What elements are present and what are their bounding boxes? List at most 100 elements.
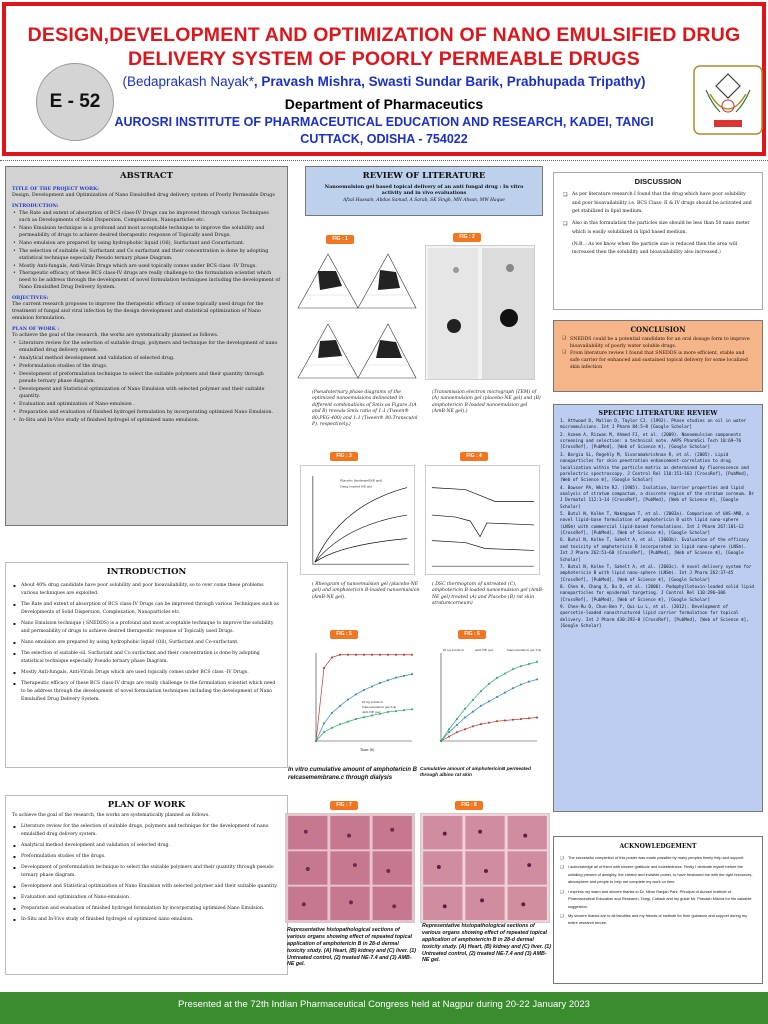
permeation-chart-point-triangle	[448, 731, 450, 734]
release-chart-legend-3: Anti-NE gel	[361, 710, 380, 714]
permeation-chart-legend-2: Anti-NE gel	[474, 648, 493, 652]
ack-item: The successful completion of this poster…	[560, 854, 756, 862]
first-author: (Bedaprakash Nayak*	[122, 74, 254, 89]
intro-bullet: Mostly Anti-fungals, Anti-Virals Drugs w…	[12, 669, 281, 677]
abstract-bullet: Nano emulsion are prepared by using hydr…	[12, 241, 281, 248]
discussion-item: Also in this formulation the particles s…	[562, 220, 754, 237]
abstract-bullet: The selection of suitable oil, Surfactan…	[12, 249, 281, 263]
rheogram-legend-2: Drug loaded NE gel	[340, 485, 371, 489]
permeation-chart-point-square	[520, 718, 522, 720]
poster-title-line1: DESIGN,DEVELOPMENT AND OPTIMIZATION OF N…	[27, 24, 741, 46]
release-chart-point-square	[403, 653, 405, 656]
plan-item: Literature review for the selection of s…	[12, 341, 281, 355]
release-chart-point-square	[331, 656, 333, 659]
plan-item: Preformulation studies of the drugs.	[12, 364, 281, 371]
release-chart-series-line-1	[315, 654, 412, 742]
tem-micrograph	[425, 245, 535, 380]
discussion-item: As per literature research I found that …	[562, 191, 754, 217]
fig6-tag: FIG : 6	[458, 630, 486, 639]
release-chart-point-triangle	[411, 673, 413, 676]
reference-item: 3. Borgia SL, Regehly M, Sivaramakrishna…	[560, 452, 749, 484]
tem-image	[428, 248, 534, 379]
discussion-heading: DISCUSSION	[634, 177, 682, 186]
author-list: (Bedaprakash Nayak*, Pravash Mishra, Swa…	[6, 74, 762, 89]
release-chart-axis	[315, 653, 412, 742]
institute-emblem-icon	[693, 65, 763, 135]
abstract-bullet: Mostly Anti-fungals, Anti-Virals Drugs w…	[12, 264, 281, 271]
permeation-chart-point-triangle	[536, 678, 538, 681]
permeation-chart-point-circle	[480, 690, 482, 693]
release-chart-point-triangle	[403, 674, 405, 677]
fig3-caption: ( Rheogram of nanoemulsion gel (placebo-…	[312, 582, 420, 600]
release-chart-point-circle	[379, 712, 381, 715]
permeation-chart-point-square	[464, 728, 466, 731]
ack-item: I express my warm and sincere thanks to …	[560, 888, 756, 910]
release-chart-point-triangle	[363, 689, 365, 691]
rheogram-legend-1: Placebo (hydrogel/NE gel)	[340, 479, 382, 483]
reference-item: 4. Bowser PA, White RJ. (1985). Isolatio…	[560, 485, 755, 510]
plan-work-item: Preparation and evaluation of finished h…	[12, 905, 281, 913]
poster-title-line2: DELIVERY SYSTEM OF POORLY PERMEABLE DRUG…	[127, 48, 641, 70]
permeation-chart-point-circle	[520, 665, 522, 668]
permeation-chart-point-circle	[448, 728, 450, 731]
acknowledgement-section: ACKNOWLEDGEMENT The successful completio…	[553, 836, 763, 984]
plan-intro: To achieve the goal of the research, the…	[12, 333, 219, 339]
specific-review-section: SPECIFIC LITERATURE REVIEW 1. Attwood D,…	[553, 404, 763, 812]
intro-bullet: The Rate and extent of absorption of BCS…	[12, 601, 281, 617]
release-chart-point-circle	[363, 716, 365, 719]
release-chart-point-circle	[347, 720, 349, 723]
permeation-chart-point-triangle	[520, 683, 522, 686]
histology-panel-a	[285, 813, 415, 923]
plan-item: Preparation and evaluation of finished h…	[12, 410, 281, 417]
plan-item: Development and Statistical optimization…	[12, 387, 281, 401]
ack-item: My sincere thanks are to all faculties a…	[560, 912, 756, 927]
permeation-chart-legend-1: Drug solution	[443, 648, 464, 652]
intro-bullet: Nano emulsion are prepared by using hydr…	[12, 639, 281, 647]
release-chart-point-circle	[323, 731, 325, 734]
plan-work-item: Preformulation studies of the drugs.	[12, 853, 281, 861]
institute-address: CUTTACK, ODISHA - 754022	[300, 132, 468, 146]
plan-work-item: Analytical method development and valida…	[12, 842, 281, 850]
intro-label: INTRODUCTION:	[12, 202, 59, 209]
release-chart-point-triangle	[331, 711, 333, 714]
intro-bullet: About 40% drug candidate have poor solub…	[12, 582, 281, 598]
conclusion-heading: CONCLUSION	[630, 325, 686, 334]
permeation-chart-point-triangle	[504, 691, 506, 694]
fig4-tag: FIG : 4	[460, 452, 488, 461]
reference-item: 9. Chen-Ru D, Chun-Ben Y, Qui-Lu L, et a…	[560, 605, 749, 630]
permeation-chart-point-square	[504, 719, 506, 722]
plan-work-item: In-Situ and In-Vivo study of finished hy…	[12, 916, 281, 924]
review-heading: REVIEW OF LITERATURE	[362, 171, 486, 181]
plan-of-work-section: PLAN OF WORK To achieve the goal of the …	[5, 795, 288, 975]
objectives-label: OBJECTIVES:	[12, 295, 49, 302]
fig7-tag: FIG : 7	[330, 801, 358, 810]
fig5-caption: In vitro cumulative amount of amphoteric…	[288, 767, 418, 781]
conclusion-section: CONCLUSION SNEDDS could be a potential c…	[553, 320, 763, 392]
fig2-tag: FIG : 2	[453, 233, 481, 242]
release-chart-point-circle	[411, 708, 413, 711]
release-chart-point-square	[395, 653, 397, 656]
permeation-chart-point-triangle	[496, 696, 498, 698]
plan-label: PLAN OF WORK :	[12, 326, 60, 333]
reference-item: 8. Chen H, Chang X, Du D, et al. (2006).…	[560, 584, 755, 603]
permeation-chart-point-square	[448, 735, 450, 738]
histology-panel-b	[420, 813, 550, 923]
release-chart-point-triangle	[323, 722, 325, 725]
permeation-chart-point-circle	[496, 677, 498, 679]
permeation-chart-point-circle	[528, 663, 530, 665]
permeation-chart-series-line-2	[440, 679, 538, 742]
plan-work-item: Evaluation and optimization of Nano-emul…	[12, 894, 281, 902]
permeation-chart-point-circle	[472, 699, 474, 701]
reference-item: 7. Butul N, Kolke T, Sahelt A, et al. (2…	[560, 564, 752, 583]
reference-item: 2. Azeem A, Rizwan M, Ahmed FJ, et al. (…	[560, 432, 742, 451]
fig6-caption: Cumulative amount of amphotericinB perme…	[420, 767, 531, 779]
release-chart-point-square	[339, 653, 341, 656]
ack-heading: ACKNOWLEDGEMENT	[619, 843, 697, 850]
release-chart-point-circle	[355, 718, 357, 720]
plan-item: In-Situ and In-Vivo study of finished hy…	[12, 418, 281, 425]
fig8-caption: Representative histopathological section…	[422, 923, 552, 964]
permeation-chart-point-square	[496, 720, 498, 723]
